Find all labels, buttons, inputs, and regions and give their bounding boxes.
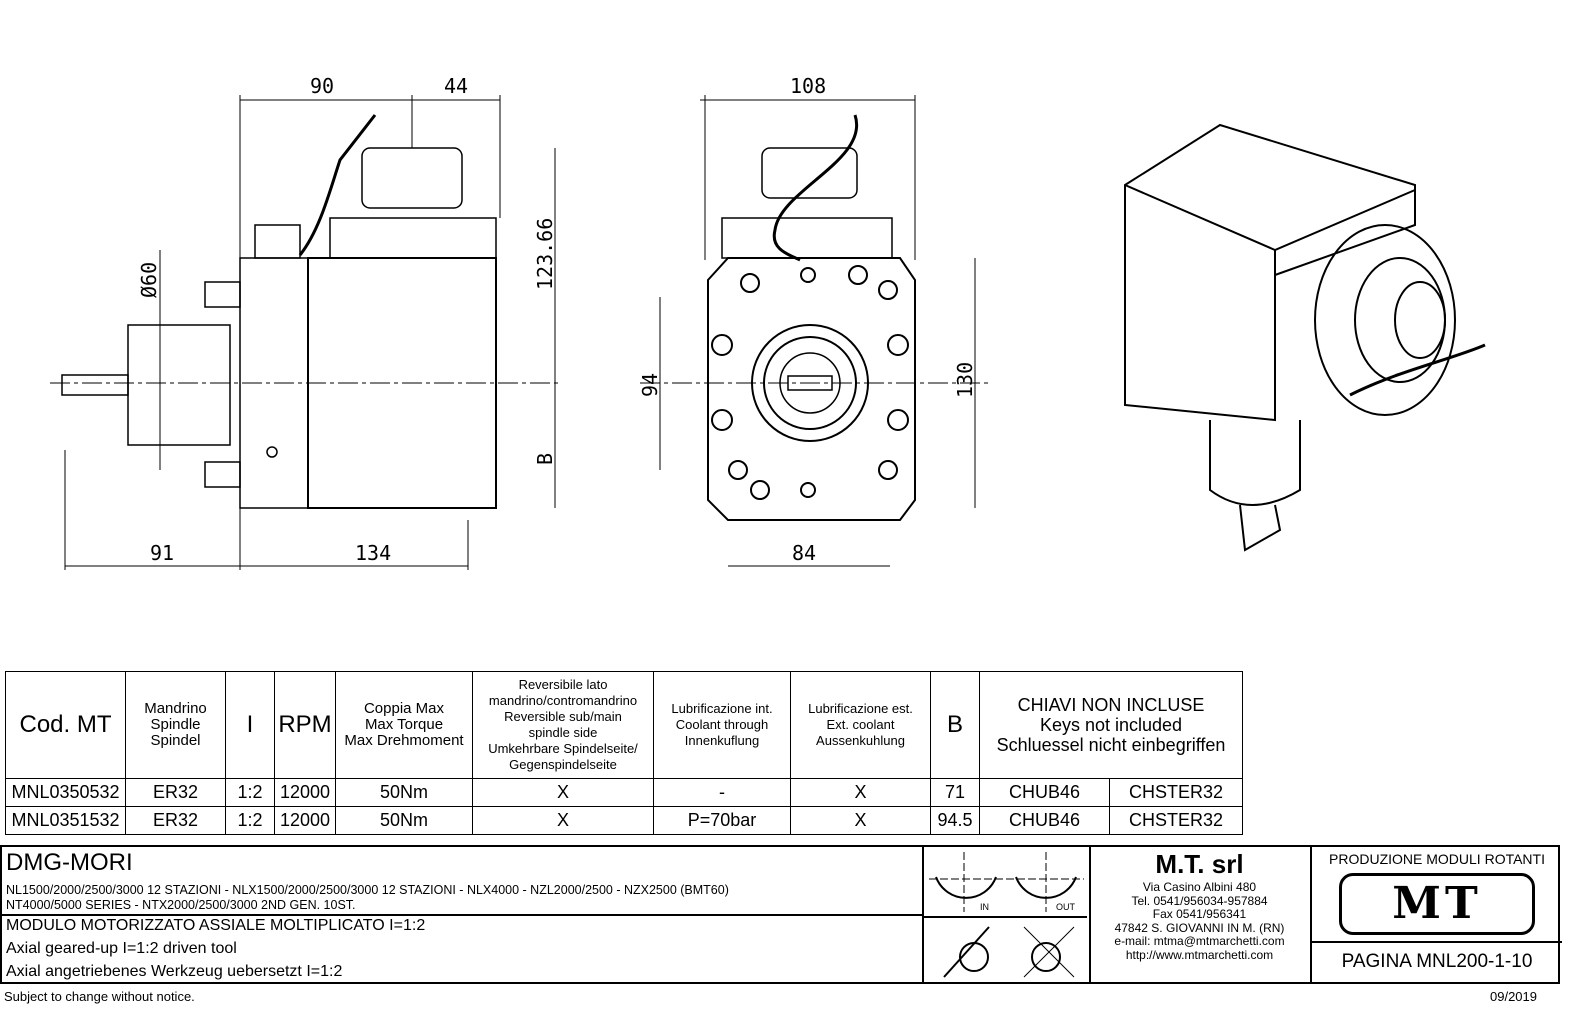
cell: - — [653, 778, 791, 807]
header-reversible: Reversibile lato mandrino/contromandrino… — [472, 671, 654, 779]
footer-notice: Subject to change without notice. — [4, 989, 195, 1004]
header-keys: CHIAVI NON INCLUSE Keys not included Sch… — [979, 671, 1243, 779]
isometric-view — [1124, 123, 1486, 552]
company-name: M.T. srl — [1155, 849, 1244, 879]
description-it: MODULO MOTORIZZATO ASSIALE MOLTIPLICATO … — [6, 917, 426, 934]
rotation-icons: IN OUT — [922, 847, 1091, 982]
side-view: 90 44 91 134 123.66 B Ø60 — [50, 74, 560, 570]
address-line: Via Casino Albini 480 — [1142, 880, 1257, 894]
dim-90: 90 — [310, 74, 334, 98]
dim-84: 84 — [792, 541, 816, 565]
cell: MNL0351532 — [5, 806, 126, 835]
cell: CHSTER32 — [1109, 778, 1243, 807]
cell: CHSTER32 — [1109, 806, 1243, 835]
cell: X — [472, 806, 654, 835]
dim-123-66: 123.66 — [533, 218, 557, 290]
dim-130: 130 — [953, 362, 977, 398]
dim-b: B — [533, 453, 557, 465]
table-header-row: Cod. MT Mandrino Spindle Spindel I RPM C… — [5, 671, 1243, 779]
mt-logo: MT — [1339, 873, 1535, 935]
footer-date: 09/2019 — [1490, 989, 1537, 1004]
dim-44: 44 — [444, 74, 468, 98]
machines-line-1: NL1500/2000/2500/3000 12 STAZIONI - NLX1… — [6, 883, 729, 897]
header-coolant-ext: Lubrificazione est. Ext. coolant Aussenk… — [790, 671, 931, 779]
dim-108: 108 — [790, 74, 826, 98]
logo-panel: PRODUZIONE MODULI ROTANTI MT PAGINA MNL2… — [1310, 847, 1562, 982]
front-view: 108 84 94 130 — [638, 74, 990, 567]
cell: 71 — [930, 778, 980, 807]
rotation-direction-icon: IN OUT — [924, 852, 1087, 978]
cell: 50Nm — [335, 778, 473, 807]
description-en: Axial geared-up I=1:2 driven tool — [6, 940, 237, 957]
header-ratio: I — [225, 671, 275, 779]
header-cod-mt: Cod. MT — [5, 671, 126, 779]
cell: 50Nm — [335, 806, 473, 835]
rotation-out-label: OUT — [1056, 902, 1076, 912]
cell: MNL0350532 — [5, 778, 126, 807]
cell: 1:2 — [225, 778, 275, 807]
cell: ER32 — [125, 778, 226, 807]
cell: 94.5 — [930, 806, 980, 835]
rotation-in-label: IN — [980, 902, 989, 912]
fax-line: Fax 0541/956341 — [1152, 907, 1247, 921]
header-torque: Coppia Max Max Torque Max Drehmoment — [335, 671, 473, 779]
cell: CHUB46 — [979, 778, 1110, 807]
dim-94: 94 — [638, 373, 662, 397]
spec-table: Cod. MT Mandrino Spindle Spindel I RPM C… — [5, 671, 1243, 835]
header-spindle: Mandrino Spindle Spindel — [125, 671, 226, 779]
cell: X — [790, 778, 931, 807]
website-link[interactable]: http://www.mtmarchetti.com — [1125, 947, 1274, 962]
title-block: DMG-MORI NL1500/2000/2500/3000 12 STAZIO… — [0, 845, 1562, 984]
cell: X — [472, 778, 654, 807]
production-label: PRODUZIONE MODULI ROTANTI — [1329, 851, 1545, 867]
cell: CHUB46 — [979, 806, 1110, 835]
page-code: PAGINA MNL200-1-10 — [1312, 941, 1562, 973]
email-link[interactable]: e-mail: mtma@mtmarchetti.com — [1114, 934, 1285, 948]
phone-line: Tel. 0541/956034-957884 — [1131, 893, 1268, 908]
cell: P=70bar — [653, 806, 791, 835]
header-coolant-int: Lubrificazione int. Coolant through Inne… — [653, 671, 791, 779]
cell: 12000 — [274, 806, 336, 835]
dim-diameter-60: Ø60 — [137, 262, 161, 298]
header-b: B — [930, 671, 980, 779]
brand: DMG-MORI — [6, 849, 133, 876]
cell: X — [790, 806, 931, 835]
header-rpm: RPM — [274, 671, 336, 779]
city-line: 47842 S. GIOVANNI IN M. (RN) — [1114, 920, 1285, 935]
technical-drawing: 90 44 91 134 123.66 B Ø60 108 84 94 130 — [50, 74, 1486, 570]
description-de: Axial angetriebenes Werkzeug uebersetzt … — [6, 963, 343, 980]
company-info: M.T. srl Via Casino Albini 480 Tel. 0541… — [1089, 847, 1310, 962]
dim-91: 91 — [150, 541, 174, 565]
machines-line-2: NT4000/5000 SERIES - NTX2000/2500/3000 2… — [6, 898, 356, 912]
cell: 1:2 — [225, 806, 275, 835]
cell: 12000 — [274, 778, 336, 807]
cell: ER32 — [125, 806, 226, 835]
dim-134: 134 — [355, 541, 391, 565]
